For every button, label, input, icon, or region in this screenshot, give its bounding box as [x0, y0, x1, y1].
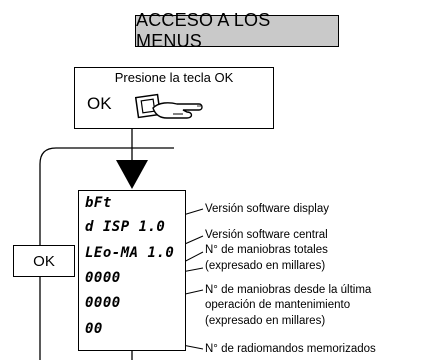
- description-remotes-memorized: N° de radiomandos memorizados: [205, 343, 376, 355]
- finger-press-key-icon: [135, 93, 203, 119]
- lcd-line-3: LEo-MA 1.0: [85, 245, 175, 261]
- ok-button: OK: [13, 245, 75, 277]
- description-maintenance-unit: (expresado en millares): [205, 315, 326, 327]
- ok-key-label: OK: [87, 94, 112, 113]
- loop-line: [39, 147, 174, 360]
- lcd-line-5: 0000: [85, 295, 121, 311]
- page-title-text: ACCESO A LOS MENUS: [136, 10, 271, 51]
- description-maintenance-operation: operación de mantenimiento: [205, 299, 351, 311]
- description-maintenance-maneuvers: N° de maniobras desde la última: [205, 284, 372, 296]
- description-central-version: Versión software central: [205, 229, 328, 241]
- lcd-line-1: bFt: [85, 195, 112, 211]
- ok-button-label: OK: [33, 252, 55, 270]
- instruction-text: Presione la tecla OK: [114, 70, 234, 85]
- lcd-line-2: d ISP 1.0: [85, 219, 166, 235]
- instruction-box: Presione la tecla OK OK: [74, 67, 274, 129]
- description-total-maneuvers-unit: (expresado en millares): [205, 260, 326, 272]
- description-total-maneuvers: N° de maniobras totales: [205, 244, 328, 256]
- lcd-line-6: 00: [85, 321, 103, 337]
- down-arrow: [116, 160, 148, 189]
- description-display-version: Versión software display: [205, 203, 330, 215]
- lcd-display: bFt d ISP 1.0 LEo-MA 1.0 0000 0000 00: [78, 190, 186, 351]
- page-title: ACCESO A LOS MENUS: [135, 10, 339, 51]
- lcd-line-4: 0000: [85, 270, 121, 286]
